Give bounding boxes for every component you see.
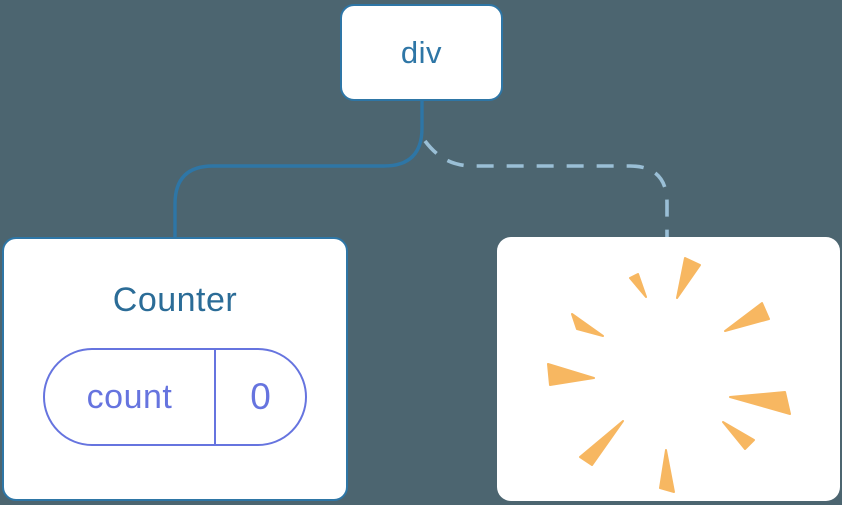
removed-component-card — [497, 237, 840, 501]
state-value-cell: 0 — [216, 350, 305, 444]
counter-component-card: Counter count 0 — [2, 237, 348, 501]
state-key-label: count — [86, 377, 173, 416]
state-pill: count 0 — [43, 348, 307, 446]
state-key-cell: count — [45, 350, 216, 444]
edge-dashed-removed — [423, 139, 669, 239]
root-node-label: div — [400, 34, 443, 70]
edge-solid-kept — [173, 99, 424, 239]
poof-burst-icon — [547, 257, 791, 493]
state-value: 0 — [250, 376, 271, 417]
root-node-div: div — [340, 4, 503, 101]
component-title: Counter — [112, 281, 238, 319]
